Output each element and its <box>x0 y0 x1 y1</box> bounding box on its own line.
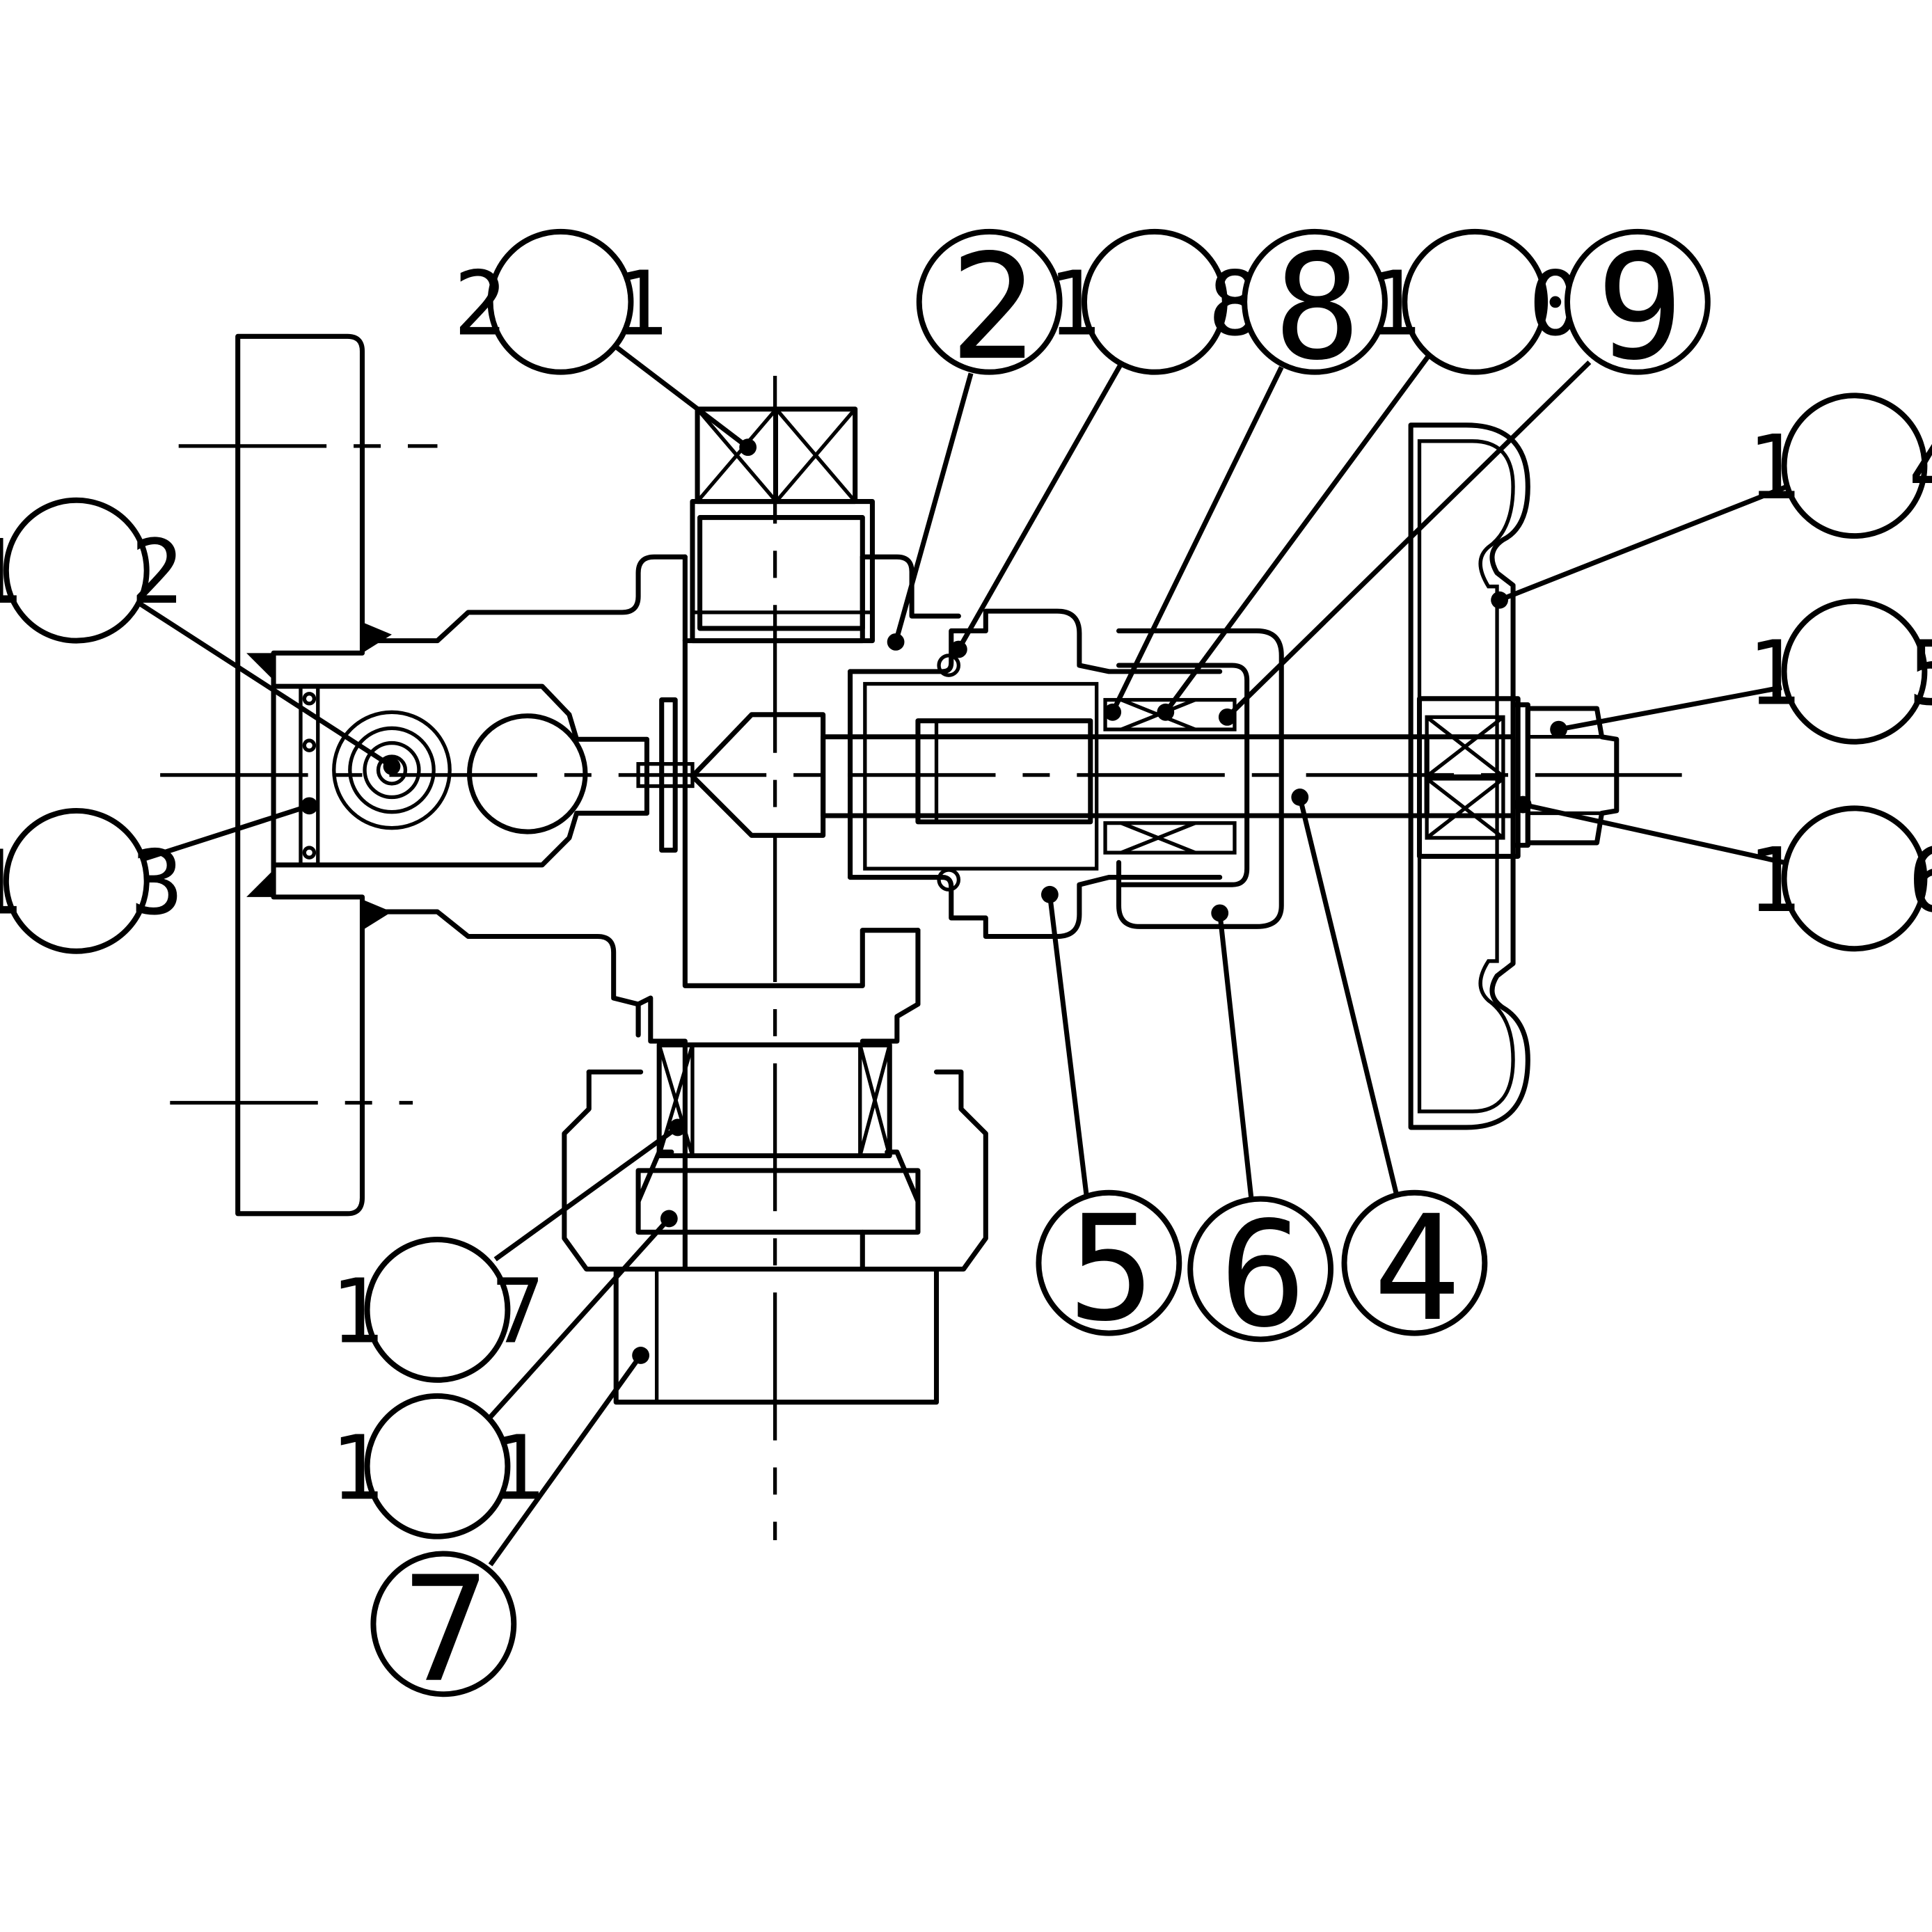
callout-bubbles: 2 1 2 1 8 8 1 0 9 1 4 1 5 <box>0 223 1932 1715</box>
callout-12: 1 2 <box>0 497 211 644</box>
callout-7-label: 7 <box>402 1546 490 1715</box>
callout-5-label: 5 <box>1068 1185 1155 1354</box>
callout-9-label: 9 <box>1597 223 1684 393</box>
callout-9: 9 <box>1564 223 1711 393</box>
callout-6: 6 <box>1187 1191 1334 1360</box>
callout-10-label: 1 0 <box>1368 253 1609 356</box>
callout-8-label: 8 <box>1274 223 1361 393</box>
callout-15: 1 5 <box>1747 598 1932 745</box>
callout-21: 2 1 <box>453 228 695 375</box>
callout-2-label: 2 <box>949 223 1037 393</box>
callout-18: 1 8 <box>1047 228 1289 375</box>
leader-lines <box>136 339 1788 1567</box>
callout-16: 1 6 <box>1747 805 1932 952</box>
callout-7: 7 <box>370 1546 517 1715</box>
callout-5: 5 <box>1036 1185 1182 1354</box>
valve-body-outline <box>160 333 1682 1541</box>
callout-11-label: 1 1 <box>330 1417 571 1520</box>
callout-2: 2 <box>916 223 1063 393</box>
callout-4: 4 <box>1341 1185 1488 1354</box>
callout-21-label: 2 1 <box>453 253 695 356</box>
callout-17-label: 1 7 <box>330 1260 571 1363</box>
callout-11: 1 1 <box>330 1393 571 1539</box>
callout-17: 1 7 <box>330 1237 571 1383</box>
callout-12-label: 1 2 <box>0 521 211 624</box>
callout-16-label: 1 6 <box>1747 830 1932 933</box>
callout-13-label: 1 3 <box>0 832 211 935</box>
callout-13: 1 3 <box>0 807 211 954</box>
callout-4-label: 4 <box>1373 1185 1461 1354</box>
callout-15-label: 1 5 <box>1747 622 1932 725</box>
callout-8: 8 <box>1242 223 1388 393</box>
callout-10: 1 0 <box>1368 228 1609 375</box>
callout-6-label: 6 <box>1219 1191 1307 1360</box>
callout-14-label: 1 4 <box>1747 417 1932 520</box>
callout-18-label: 1 8 <box>1047 253 1289 356</box>
callout-14: 1 4 <box>1747 393 1932 539</box>
